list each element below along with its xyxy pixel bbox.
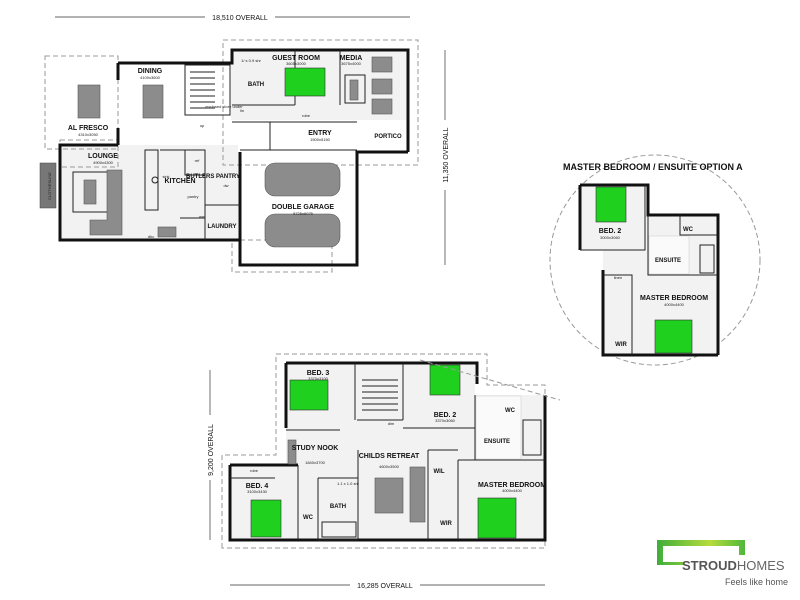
dishwasher-label: dw [223, 183, 228, 188]
robe-label: robe [302, 113, 311, 118]
upper-floor-plan: 16,285 OVERALL 9,200 OVERALL BED. 3 3370… [205, 353, 547, 590]
dim-label: dim [388, 421, 395, 426]
recliner [371, 98, 393, 115]
ground-floor-plan: 18,510 OVERALL 11,350 OVERALL CLOTHESLIN… [39, 11, 450, 273]
bathtub [522, 419, 542, 456]
room-label-bed-2: BED. 2 [434, 412, 457, 419]
pantry-label: pantry [187, 194, 198, 199]
recliner [371, 78, 393, 95]
room-label-wil: WIL [434, 469, 445, 475]
room-label-ensuite: ENSUITE [484, 439, 510, 445]
stairs-up-label: up [200, 123, 205, 128]
bathtub [699, 244, 715, 274]
room-size: 4310x3050 [78, 132, 99, 137]
room-label-wir: WIR [440, 521, 452, 527]
room-label-study-nook: STUDY NOOK [292, 445, 339, 452]
stroudhomes-logo: STROUDHOMES Feels like home [657, 540, 788, 587]
room-label-dining: DINING [138, 68, 163, 75]
room-label-laundry: LAUNDRY [207, 224, 236, 230]
room-size: 3000x3060 [600, 235, 621, 240]
ground-width-dimension: 18,510 OVERALL [212, 15, 268, 22]
clothesline-label: CLOTHESLINE [47, 172, 52, 200]
room-label-bed-4: BED. 4 [246, 483, 269, 490]
room-label-lounge: LOUNGE [88, 153, 118, 160]
bathtub [321, 521, 357, 538]
clothesline [39, 162, 57, 209]
ground-depth-dimension: 11,350 OVERALL [443, 127, 450, 182]
study-desk [287, 439, 297, 465]
room-size: 5725x6075 [293, 211, 314, 216]
room-label-butlers-pantry: BUTLERS PANTRY [186, 174, 240, 180]
room-size: 4100x3600 [140, 75, 161, 80]
room-size: 4000x4400 [502, 488, 523, 493]
alfresco-table [77, 84, 101, 119]
room-label-entry: ENTRY [308, 130, 332, 137]
staircase [184, 64, 231, 116]
option-a-circle [549, 154, 761, 366]
store-label: enclosed store under [205, 104, 243, 109]
upper-depth-dimension: 9,200 OVERALL [208, 424, 215, 476]
linen-label: linen [614, 275, 622, 280]
room-label-option-bed-2: BED. 2 [599, 228, 622, 235]
shower-label: 1.1 x 1.0 shr [337, 481, 360, 486]
room-label-bath: BATH [330, 504, 346, 510]
sofa [89, 169, 123, 236]
option-a-detail: MASTER BEDROOM / ENSUITE OPTION A BED. 2… [419, 154, 761, 401]
room-label-option-master: MASTER BEDROOM [640, 295, 708, 302]
car-icon [264, 162, 341, 248]
guest-bed [284, 67, 326, 97]
dining-table [142, 84, 164, 119]
room-label-option-wc: WC [683, 227, 694, 233]
room-label-bed-3: BED. 3 [307, 370, 330, 377]
room-size: 1500x5150 [310, 137, 331, 142]
al-fresco-outline [44, 55, 119, 150]
dhc-label: dhc [148, 234, 154, 239]
logo-tagline: Feels like home [725, 577, 788, 587]
room-label-double-garage: DOUBLE GARAGE [272, 204, 335, 211]
room-label-bath: BATH [248, 82, 264, 88]
fridge-label: ref [195, 158, 201, 163]
room-label-guest-room: GUEST ROOM [272, 55, 320, 62]
master-bed [477, 497, 517, 539]
room-label-option-wir: WIR [615, 342, 627, 348]
room-label-option-ensuite: ENSUITE [655, 258, 681, 264]
room-size: 3675x4000 [341, 61, 362, 66]
retreat-rug [374, 477, 404, 514]
option-bed-2 [595, 186, 627, 223]
room-size: 1840x3700 [305, 460, 326, 465]
room-label-wc: WC [303, 515, 314, 521]
room-size: 4600x3500 [379, 464, 400, 469]
upper-width-dimension: 16,285 OVERALL [357, 583, 413, 590]
logo-text: STROUDHOMES [682, 558, 785, 573]
sofa [409, 466, 426, 523]
robe-label: robe [250, 468, 259, 473]
room-label-al-fresco: AL FRESCO [68, 125, 109, 132]
option-a-title: MASTER BEDROOM / ENSUITE OPTION A [563, 162, 743, 172]
room-label-ensuite-wc: WC [505, 408, 516, 414]
shower-label: 1/ s 0.9 shr [241, 58, 261, 63]
sink-label: sink [162, 174, 169, 179]
cooktop [157, 226, 177, 238]
room-size: 3605x3000 [286, 61, 307, 66]
room-label-master-bedroom: MASTER BEDROOM [478, 482, 546, 489]
room-size: 3370x3060 [435, 418, 456, 423]
bed-4 [250, 499, 282, 538]
option-master-bed [654, 319, 693, 354]
room-size: 4000x4400 [664, 302, 685, 307]
room-size: 3100x3430 [247, 489, 268, 494]
linen-label: lin [240, 108, 244, 113]
bed-2 [429, 364, 461, 396]
sink-icon [151, 176, 159, 184]
room-size: 4900x4300 [93, 160, 114, 165]
washing-machine-label: wm [199, 214, 206, 219]
room-label-portico: PORTICO [374, 134, 402, 140]
room-label-childs-retreat: CHILDS RETREAT [359, 453, 420, 460]
bed-3 [289, 379, 329, 411]
room-label-media: MEDIA [340, 55, 363, 62]
staircase [362, 379, 398, 411]
recliner [371, 56, 393, 73]
room-size: 3370x3100 [308, 376, 329, 381]
room-label-kitchen: KITCHEN [164, 178, 195, 185]
